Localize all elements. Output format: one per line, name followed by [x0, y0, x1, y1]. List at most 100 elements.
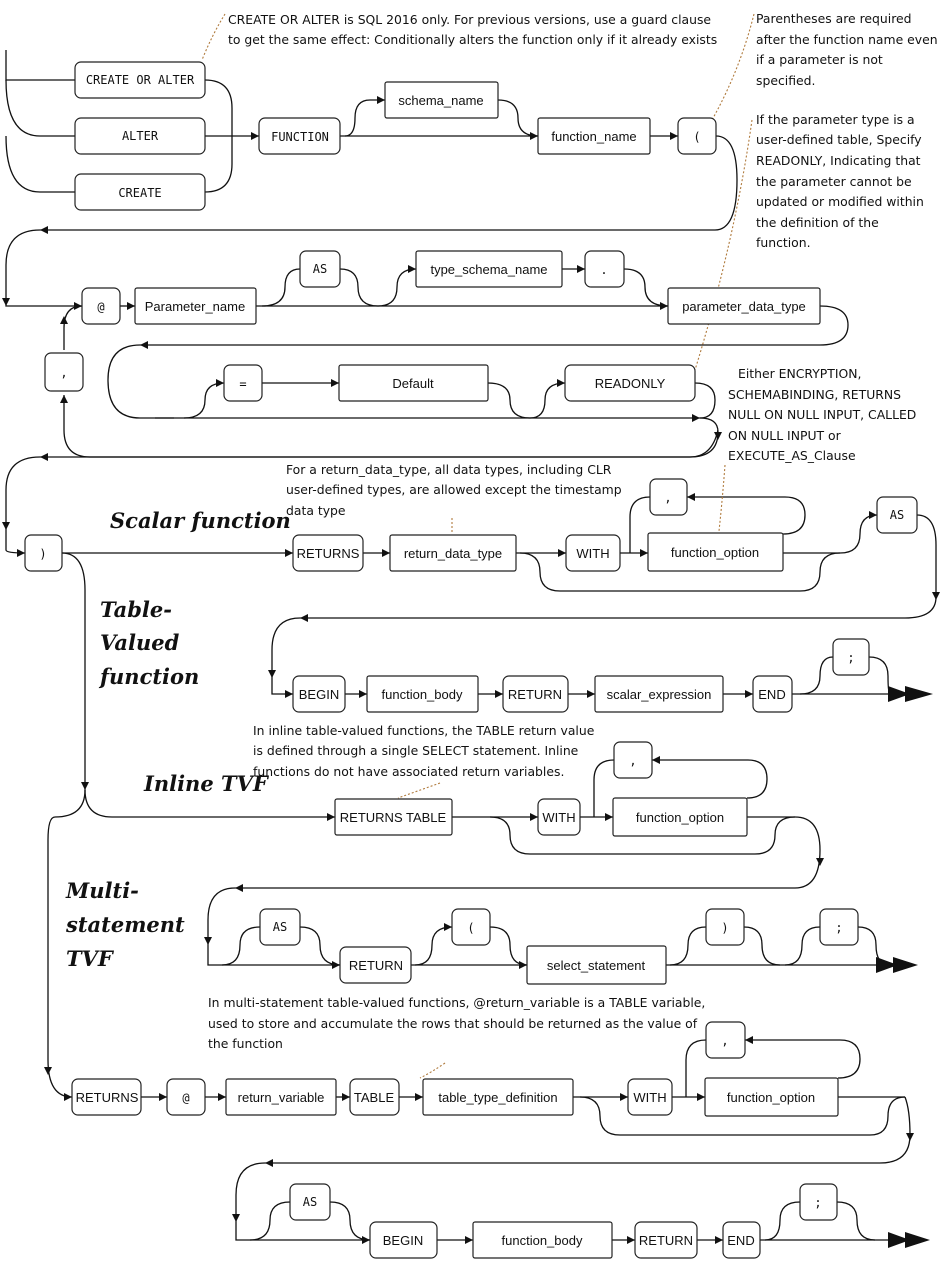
- open-paren-inline-label: (: [467, 921, 474, 935]
- returns-table-label: RETURNS TABLE: [340, 810, 447, 825]
- at-multi-box: @: [166, 1078, 206, 1116]
- as-inline-box: AS: [259, 908, 301, 946]
- note-line: used to store and accumulate the rows th…: [208, 1016, 698, 1031]
- default-label: Default: [392, 376, 434, 391]
- note-line: after the function name even: [756, 32, 938, 47]
- begin-multi-label: BEGIN: [383, 1233, 423, 1248]
- semicolon-inline-label: ;: [835, 921, 842, 935]
- semicolon-multi-label: ;: [814, 1196, 821, 1210]
- at-multi-label: @: [182, 1091, 189, 1105]
- end-multi-box: END: [722, 1221, 761, 1259]
- return-variable-label: return_variable: [238, 1090, 325, 1105]
- semicolon-scalar-box: ;: [832, 638, 870, 676]
- comma-scalar-label: ,: [664, 491, 671, 505]
- select-statement-box: select_statement: [526, 945, 667, 985]
- inline-tvf-title: Inline TVF: [143, 771, 270, 796]
- alter-label: ALTER: [122, 129, 159, 143]
- create-or-alter-box: CREATE OR ALTER: [74, 61, 206, 99]
- as-inline-label: AS: [273, 920, 287, 934]
- note-line: the parameter cannot be: [756, 174, 912, 189]
- multi-statement-title-line-1: Multi-: [65, 878, 139, 903]
- function-option-inline-label: function_option: [636, 810, 724, 825]
- table-valued-title-line-3: function: [98, 664, 199, 689]
- as-scalar-box: AS: [876, 496, 918, 534]
- function-name-box: function_name: [537, 117, 651, 155]
- readonly-box: READONLY: [564, 364, 696, 402]
- semicolon-scalar-label: ;: [847, 651, 854, 665]
- semicolon-multi-box: ;: [799, 1183, 838, 1221]
- note-line: READONLY, Indicating that: [756, 153, 921, 168]
- multi-statement-title-line-2: statement: [65, 912, 185, 937]
- return-data-type-box: return_data_type: [389, 534, 517, 572]
- as-param-box: AS: [299, 250, 341, 288]
- note-line: In inline table-valued functions, the TA…: [253, 723, 594, 738]
- return-scalar-label: RETURN: [508, 687, 562, 702]
- as-multi-box: AS: [289, 1183, 331, 1221]
- note-line: to get the same effect: Conditionally al…: [228, 32, 717, 47]
- with-multi-box: WITH: [627, 1078, 673, 1116]
- table-valued-title-line-2: Valued: [100, 630, 180, 655]
- note-line: the definition of the: [756, 215, 879, 230]
- connector-lines: [5, 50, 937, 1241]
- table-valued-title-line-1: Table-: [100, 597, 172, 622]
- comma-param-box: ,: [44, 352, 84, 392]
- at-label: @: [97, 300, 104, 314]
- note-multi: In multi-statement table-valued function…: [208, 995, 705, 1051]
- table-type-definition-label: table_type_definition: [438, 1090, 557, 1105]
- note-line: specified.: [756, 73, 815, 88]
- function-body-scalar-label: function_body: [382, 687, 463, 702]
- function-keyword-box: FUNCTION: [258, 117, 341, 155]
- create-box: CREATE: [74, 173, 206, 211]
- function-option-scalar-label: function_option: [671, 545, 759, 560]
- begin-multi-box: BEGIN: [369, 1221, 438, 1259]
- multi-statement-title-line-3: TVF: [66, 946, 115, 971]
- note-line: Either ENCRYPTION,: [738, 366, 861, 381]
- begin-scalar-label: BEGIN: [299, 687, 339, 702]
- function-body-multi-label: function_body: [502, 1233, 583, 1248]
- comma-inline-label: ,: [629, 754, 636, 768]
- close-paren-inline-label: ): [721, 921, 728, 935]
- function-option-multi-label: function_option: [727, 1090, 815, 1105]
- scalar-expression-box: scalar_expression: [594, 675, 724, 713]
- note-line: user-defined types, are allowed except t…: [286, 482, 622, 497]
- returns-table-box: RETURNS TABLE: [334, 798, 453, 836]
- parameter-data-type-label: parameter_data_type: [682, 299, 806, 314]
- return-data-type-label: return_data_type: [404, 546, 502, 561]
- note-line: EXECUTE_AS_Clause: [728, 448, 856, 463]
- function-body-scalar-box: function_body: [366, 675, 479, 713]
- note-return-data-type: For a return_data_type, all data types, …: [286, 462, 622, 518]
- close-paren-inline-box: ): [705, 908, 745, 946]
- function-name-label: function_name: [551, 129, 636, 144]
- note-line: the function: [208, 1036, 283, 1051]
- return-multi-label: RETURN: [639, 1233, 693, 1248]
- note-line: SCHEMABINDING, RETURNS: [728, 387, 901, 402]
- comma-multi-label: ,: [721, 1034, 728, 1048]
- type-schema-name-box: type_schema_name: [415, 250, 563, 288]
- table-keyword-box: TABLE: [349, 1078, 400, 1116]
- note-line: For a return_data_type, all data types, …: [286, 462, 612, 477]
- schema-name-label: schema_name: [398, 93, 483, 108]
- returns-multi-label: RETURNS: [76, 1090, 139, 1105]
- close-paren-box: ): [24, 534, 63, 572]
- return-scalar-box: RETURN: [502, 675, 569, 713]
- return-multi-box: RETURN: [634, 1221, 698, 1259]
- with-multi-label: WITH: [633, 1090, 666, 1105]
- note-line: If the parameter type is a: [756, 112, 915, 127]
- note-line: user-defined table, Specify: [756, 132, 922, 147]
- end-scalar-label: END: [758, 687, 785, 702]
- dot-box: .: [584, 250, 625, 288]
- arrowheads: [2, 96, 940, 1248]
- function-keyword-label: FUNCTION: [271, 130, 329, 144]
- note-line: Parentheses are required: [756, 11, 912, 26]
- note-line: functions do not have associated return …: [253, 764, 564, 779]
- function-option-multi-box: function_option: [704, 1077, 839, 1117]
- comma-scalar-box: ,: [649, 478, 688, 516]
- as-param-label: AS: [313, 262, 327, 276]
- note-create-or-alter: CREATE OR ALTER is SQL 2016 only. For pr…: [228, 12, 717, 47]
- return-inline-box: RETURN: [339, 946, 412, 984]
- function-body-multi-box: function_body: [472, 1221, 613, 1259]
- comma-inline-box: ,: [613, 741, 653, 779]
- open-paren-inline-box: (: [451, 908, 491, 946]
- create-or-alter-label: CREATE OR ALTER: [86, 73, 195, 87]
